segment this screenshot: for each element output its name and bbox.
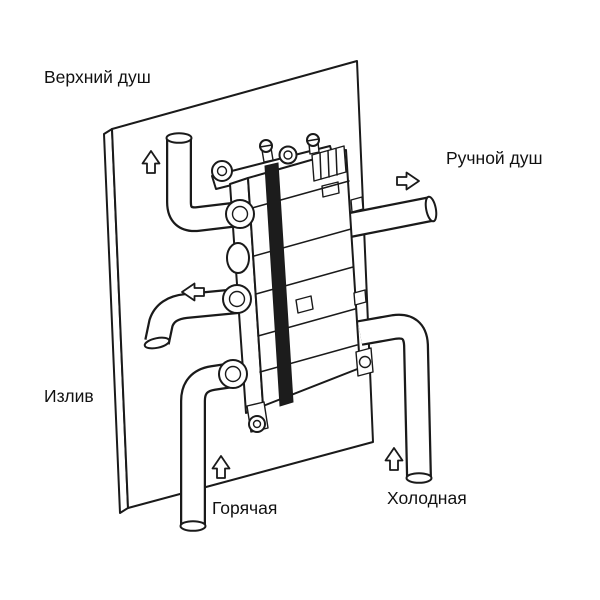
right-ear-hole xyxy=(358,355,372,369)
pipe-bore xyxy=(358,315,430,479)
pipe-bore xyxy=(347,198,434,236)
valve-assembly xyxy=(211,133,374,433)
screw-slot-right xyxy=(306,138,320,142)
valve-strap xyxy=(264,162,294,407)
right-clip-upper xyxy=(350,196,364,213)
pipe-opening xyxy=(179,520,207,532)
pipe-cold-water xyxy=(357,313,433,484)
pipe-opening xyxy=(143,336,171,350)
pipe-bore xyxy=(146,290,240,345)
label-spout: Излив xyxy=(44,386,94,406)
port-hot-inner xyxy=(224,365,242,383)
hand-shower-flow-arrow-icon xyxy=(396,171,420,191)
port-overhead-inner xyxy=(231,205,249,223)
label-cold-water: Холодная xyxy=(387,488,467,508)
label-overhead-shower: Верхний душ xyxy=(44,67,151,87)
rib-line xyxy=(255,266,354,295)
rib-line xyxy=(257,308,356,337)
pipe-hot-water xyxy=(179,362,235,532)
cartridge-hatch-lines xyxy=(319,148,338,180)
pipe-opening xyxy=(405,472,433,484)
pipe-opening xyxy=(424,195,438,223)
screw-slot-left xyxy=(259,144,273,148)
port-spout-inner xyxy=(228,290,246,308)
cartridge-notch xyxy=(321,181,340,198)
pipe-bore xyxy=(168,138,242,230)
valve-front-face xyxy=(247,149,361,407)
rib-line xyxy=(259,344,358,373)
pipe-hand-shower xyxy=(347,195,438,238)
pipe-overhead-shower xyxy=(165,132,242,233)
pipe-opening xyxy=(165,132,193,144)
valve-oval-boss xyxy=(226,242,250,274)
bracket-ear-mid-hole xyxy=(283,150,293,160)
diagram-labels: Верхний душ Ручной душ Излив Горячая Хол… xyxy=(44,67,543,518)
pipe-bore xyxy=(182,364,235,526)
bracket-ear-left-hole xyxy=(216,165,228,177)
label-hand-shower: Ручной душ xyxy=(446,148,543,168)
right-clip-mid xyxy=(353,289,367,306)
label-hot-water: Горячая xyxy=(212,498,277,518)
front-tab xyxy=(295,295,314,314)
pipe-spout xyxy=(143,288,240,350)
bottom-ear-hole xyxy=(252,419,262,429)
cold-inlet-flow-arrow-icon xyxy=(384,447,404,471)
